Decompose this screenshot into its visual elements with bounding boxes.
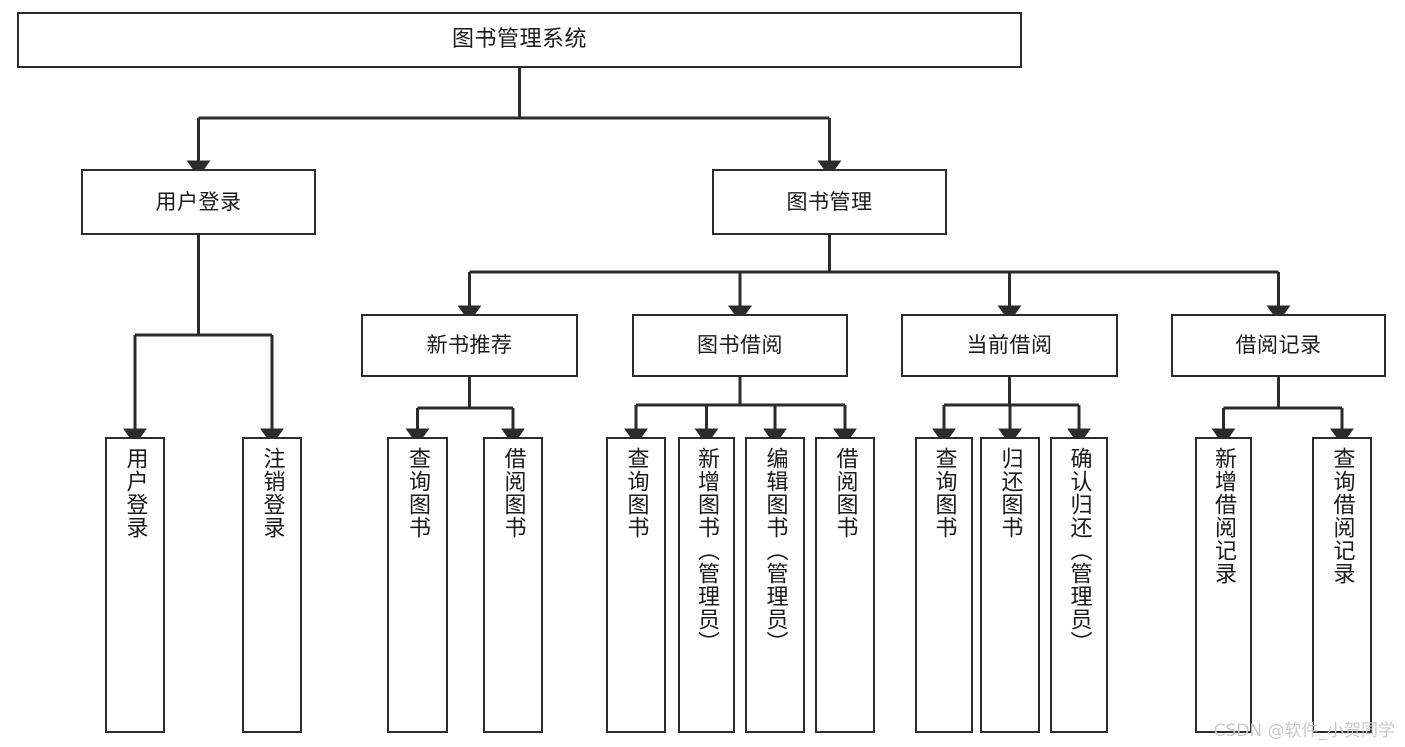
leaf-newbook-query[interactable]: 查询图书 <box>387 437 448 733</box>
node-root[interactable]: 图书管理系统 <box>17 12 1022 68</box>
node-book-management-label: 图书管理 <box>786 189 873 214</box>
leaf-user-logout[interactable]: 注销登录 <box>242 437 302 733</box>
leaf-current-return-label: 归还图书 <box>997 447 1023 539</box>
leaf-current-query-label: 查询图书 <box>931 447 957 539</box>
node-user-login[interactable]: 用户登录 <box>81 169 316 235</box>
node-new-book-recommend-label: 新书推荐 <box>426 333 513 358</box>
leaf-book-edit[interactable]: 编辑图书（管理员） <box>745 437 805 733</box>
leaf-book-borrow-label: 借阅图书 <box>832 447 858 539</box>
leaf-current-confirm-return-label: 确认归还（管理员） <box>1066 447 1092 654</box>
leaf-book-query-label: 查询图书 <box>623 447 649 539</box>
leaf-user-logout-label: 注销登录 <box>259 447 285 539</box>
leaf-user-login-label: 用户登录 <box>122 447 148 539</box>
node-book-borrow-label: 图书借阅 <box>697 333 783 358</box>
leaf-book-borrow[interactable]: 借阅图书 <box>815 437 875 733</box>
node-borrow-record[interactable]: 借阅记录 <box>1171 314 1386 377</box>
leaf-newbook-borrow[interactable]: 借阅图书 <box>483 437 543 733</box>
leaf-record-add[interactable]: 新增借阅记录 <box>1195 437 1252 733</box>
leaf-record-query[interactable]: 查询借阅记录 <box>1312 437 1372 733</box>
leaf-newbook-query-label: 查询图书 <box>405 447 431 539</box>
leaf-current-confirm-return[interactable]: 确认归还（管理员） <box>1050 437 1108 733</box>
leaf-newbook-borrow-label: 借阅图书 <box>500 447 526 539</box>
leaf-book-add-label: 新增图书（管理员） <box>694 447 720 654</box>
node-current-borrow[interactable]: 当前借阅 <box>901 314 1118 377</box>
leaf-current-return[interactable]: 归还图书 <box>980 437 1040 733</box>
node-current-borrow-label: 当前借阅 <box>966 333 1053 358</box>
node-user-login-label: 用户登录 <box>155 189 242 214</box>
edge-group <box>123 68 1354 446</box>
leaf-book-edit-label: 编辑图书（管理员） <box>762 447 788 654</box>
node-new-book-recommend[interactable]: 新书推荐 <box>361 314 578 377</box>
leaf-book-add[interactable]: 新增图书（管理员） <box>678 437 735 733</box>
leaf-record-add-label: 新增借阅记录 <box>1211 447 1237 585</box>
node-book-management[interactable]: 图书管理 <box>712 169 947 235</box>
leaf-user-login[interactable]: 用户登录 <box>105 437 165 733</box>
node-book-borrow[interactable]: 图书借阅 <box>632 314 848 377</box>
node-borrow-record-label: 借阅记录 <box>1235 333 1322 358</box>
leaf-record-query-label: 查询借阅记录 <box>1329 447 1355 585</box>
node-root-label: 图书管理系统 <box>451 27 587 53</box>
leaf-book-query[interactable]: 查询图书 <box>606 437 666 733</box>
leaf-current-query[interactable]: 查询图书 <box>915 437 973 733</box>
